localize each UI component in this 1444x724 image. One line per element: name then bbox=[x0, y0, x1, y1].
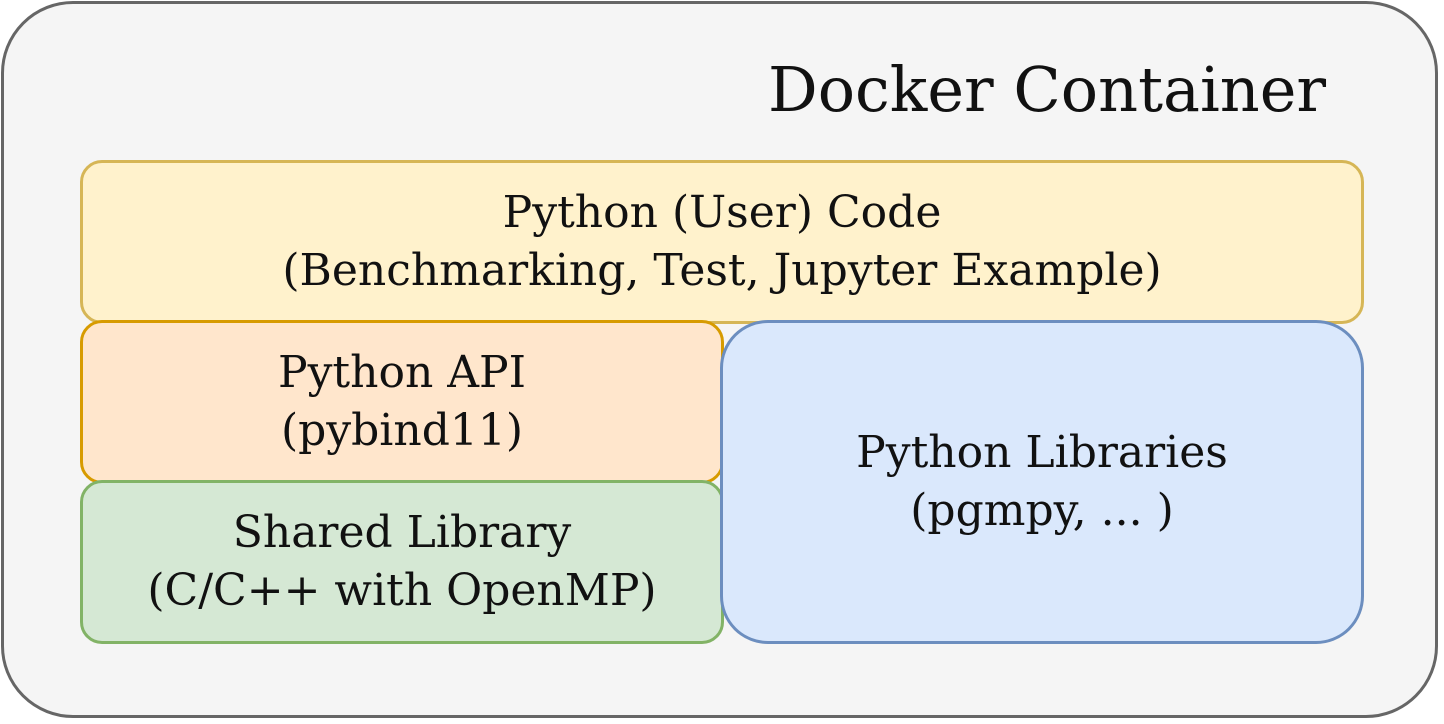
python-api-layer: Python API (pybind11) bbox=[80, 320, 724, 484]
shared-library-subtitle: (C/C++ with OpenMP) bbox=[147, 565, 657, 616]
python-libraries-title: Python Libraries bbox=[856, 427, 1228, 478]
python-libraries-subtitle: (pgmpy, ... ) bbox=[910, 485, 1174, 536]
python-user-code-layer: Python (User) Code (Benchmarking, Test, … bbox=[80, 160, 1364, 324]
python-api-subtitle: (pybind11) bbox=[280, 405, 524, 456]
shared-library-title: Shared Library bbox=[232, 507, 572, 558]
python-user-code-subtitle: (Benchmarking, Test, Jupyter Example) bbox=[282, 245, 1162, 296]
python-libraries-layer: Python Libraries (pgmpy, ... ) bbox=[720, 320, 1364, 644]
python-api-title: Python API bbox=[277, 347, 527, 398]
shared-library-layer: Shared Library (C/C++ with OpenMP) bbox=[80, 480, 724, 644]
python-user-code-title: Python (User) Code bbox=[502, 187, 942, 238]
docker-container-title: Docker Container bbox=[768, 53, 1327, 126]
